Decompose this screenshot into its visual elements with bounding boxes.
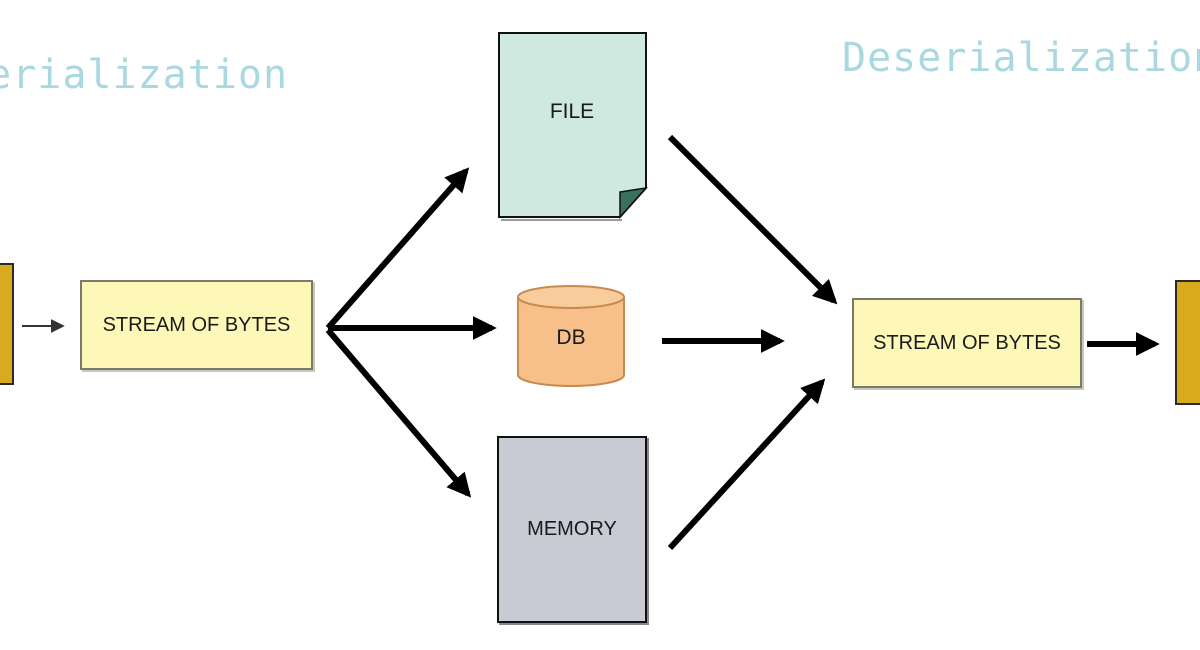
stream-of-bytes-right: STREAM OF BYTES: [852, 298, 1082, 388]
stream-to-file-arrow: [325, 167, 470, 330]
db-node: [517, 285, 625, 387]
target-object: [1175, 280, 1200, 405]
stream-of-bytes-left: STREAM OF BYTES: [80, 280, 313, 370]
source-object: [0, 263, 14, 385]
serialization-title: Serialization: [0, 52, 289, 98]
db-label: DB: [556, 326, 586, 349]
file-label: FILE: [549, 100, 595, 123]
memory-node: MEMORY: [497, 436, 647, 623]
file-to-stream-arrow: [667, 134, 838, 305]
memory-to-stream-arrow: [667, 378, 826, 551]
stream-to-memory-arrow: [325, 328, 472, 498]
file-node: [498, 32, 648, 221]
deserialization-title: Deserialization: [842, 35, 1200, 81]
